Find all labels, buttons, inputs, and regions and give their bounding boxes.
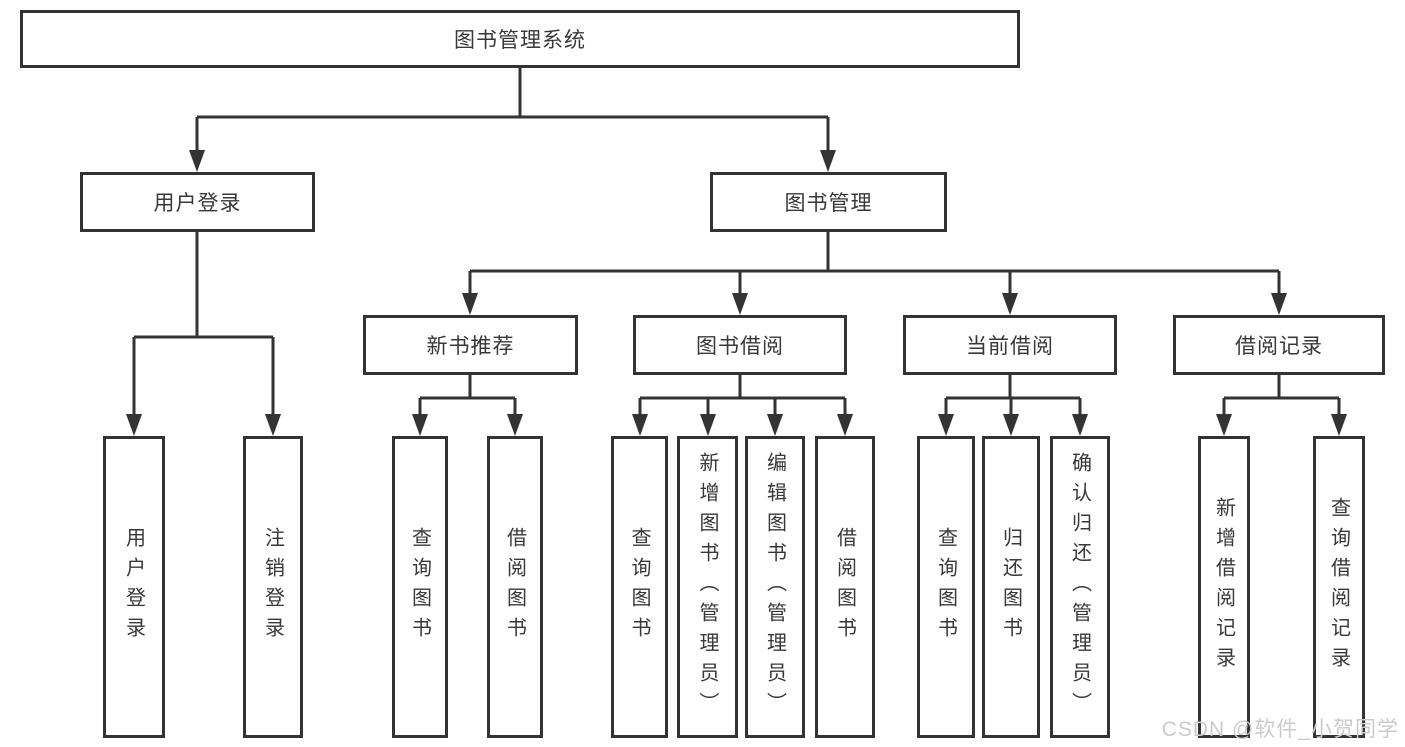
node-root-label: 图书管理系统: [454, 29, 586, 52]
node-leaf-current-return-label: 归还图书: [999, 527, 1022, 647]
arrowheads: [126, 150, 1347, 436]
node-leaf-newbook-borrow: 借阅图书: [487, 436, 543, 738]
node-leaf-borrow-add-label: 新增图书（管理员）: [696, 452, 718, 722]
node-leaf-borrow-edit-label: 编辑图书（管理员）: [763, 452, 786, 722]
node-leaf-borrow-edit: 编辑图书（管理员）: [745, 436, 805, 738]
node-leaf-borrow-borrow: 借阅图书: [815, 436, 875, 738]
node-leaf-newbook-borrow-label: 借阅图书: [503, 527, 526, 647]
node-book-management-label: 图书管理: [784, 192, 873, 215]
node-leaf-borrow-query-label: 查询图书: [628, 527, 650, 647]
node-leaf-borrow-query: 查询图书: [611, 436, 668, 738]
node-leaf-logout-label: 注销登录: [261, 527, 284, 647]
node-leaf-current-confirm-label: 确认归还（管理员）: [1068, 452, 1091, 722]
node-leaf-user-login: 用户登录: [103, 436, 165, 738]
node-book-management: 图书管理: [710, 172, 947, 232]
node-leaf-user-login-label: 用户登录: [122, 527, 145, 647]
node-leaf-borrow-borrow-label: 借阅图书: [833, 527, 856, 647]
node-leaf-newbook-query: 查询图书: [392, 436, 448, 738]
node-user-login-label: 用户登录: [153, 192, 242, 215]
node-leaf-current-query: 查询图书: [917, 436, 975, 738]
node-leaf-record-add: 新增借阅记录: [1198, 436, 1250, 738]
node-root: 图书管理系统: [20, 10, 1020, 68]
node-leaf-record-query: 查询借阅记录: [1313, 436, 1365, 738]
node-book-borrowing: 图书借阅: [633, 315, 847, 375]
node-leaf-borrow-add: 新增图书（管理员）: [677, 436, 738, 738]
node-leaf-current-confirm: 确认归还（管理员）: [1050, 436, 1110, 738]
node-leaf-current-query-label: 查询图书: [934, 527, 957, 647]
node-current-borrowing: 当前借阅: [903, 315, 1117, 375]
node-leaf-newbook-query-label: 查询图书: [408, 527, 431, 647]
node-book-borrowing-label: 图书借阅: [696, 335, 784, 358]
node-leaf-current-return: 归还图书: [982, 436, 1040, 738]
node-current-borrowing-label: 当前借阅: [966, 335, 1054, 358]
csdn-watermark: CSDN @软件_小贺同学: [1161, 718, 1399, 741]
node-leaf-logout: 注销登录: [243, 436, 303, 738]
node-borrowing-records-label: 借阅记录: [1235, 335, 1323, 358]
node-leaf-record-add-label: 新增借阅记录: [1212, 497, 1235, 677]
node-borrowing-records: 借阅记录: [1173, 315, 1385, 375]
node-leaf-record-query-label: 查询借阅记录: [1327, 497, 1350, 677]
node-user-login: 用户登录: [80, 172, 315, 232]
node-new-book-recommend-label: 新书推荐: [426, 335, 515, 358]
node-new-book-recommend: 新书推荐: [363, 315, 578, 375]
